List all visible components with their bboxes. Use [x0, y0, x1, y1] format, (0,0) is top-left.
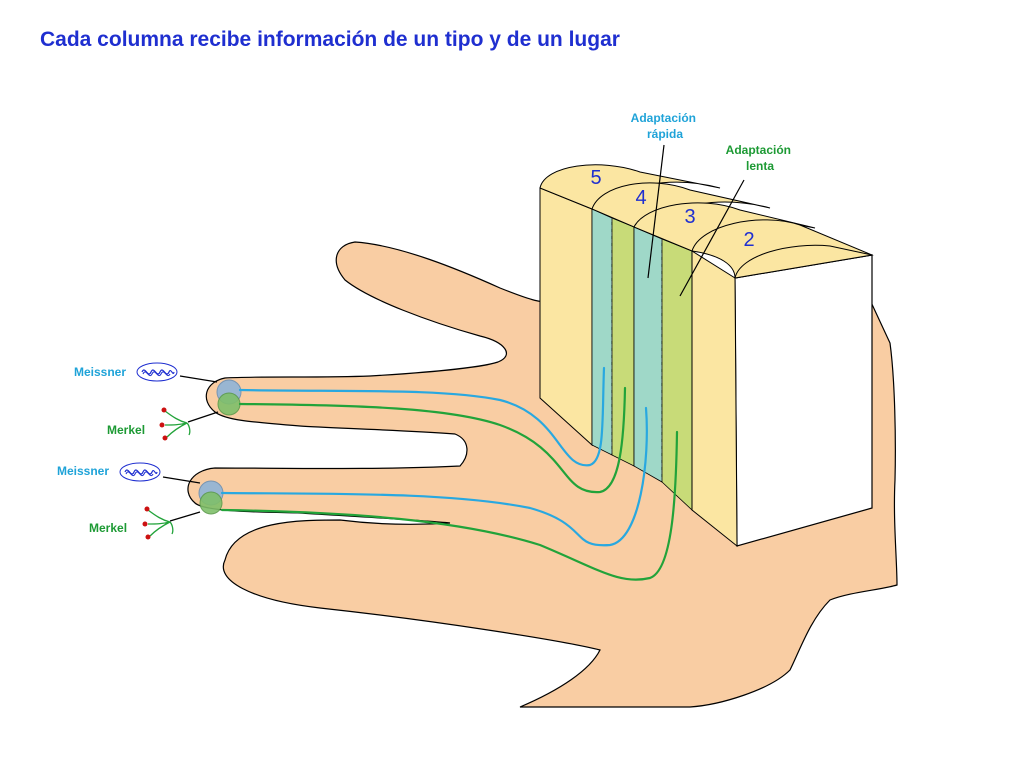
- rapid-adaptation-label: Adaptación rápida: [631, 111, 700, 141]
- slow-pointer-line: [679, 179, 745, 297]
- merkel-disc-icon: [159, 407, 191, 441]
- fingertip-merkel-2: [199, 491, 223, 515]
- slow-adaptation-label: Adaptación lenta: [726, 143, 795, 173]
- cortex-block: [539, 164, 874, 548]
- meissner-corpuscle-icon: [136, 362, 178, 382]
- slide-title: Cada columna recibe información de un ti…: [40, 28, 620, 51]
- column-number-4: 4: [635, 187, 646, 209]
- column-2-cap: [734, 244, 873, 279]
- meissner-label-2: Meissner: [57, 464, 109, 478]
- meissner-corpuscle-icon: [119, 462, 161, 482]
- meissner-label-1: Meissner: [74, 365, 126, 379]
- column-4-rapid-strip: [633, 226, 663, 483]
- column-number-2: 2: [743, 229, 754, 251]
- merkel-label-2: Merkel: [89, 521, 127, 535]
- rapid-fiber-finger-1: [238, 366, 606, 467]
- slow-fiber-finger-2: [220, 430, 679, 581]
- column-3-face: [691, 250, 738, 548]
- slow-fiber-finger-1: [238, 386, 627, 494]
- rapid-fiber-finger-2: [220, 406, 648, 547]
- block-side-face: [734, 254, 873, 547]
- merkel-label-1: Merkel: [107, 423, 145, 437]
- merkel-disc-icon: [142, 506, 174, 540]
- rapid-pointer-line: [647, 144, 665, 279]
- column-number-3: 3: [684, 206, 695, 228]
- column-number-5: 5: [590, 167, 601, 189]
- fingertip-merkel-1: [217, 392, 241, 416]
